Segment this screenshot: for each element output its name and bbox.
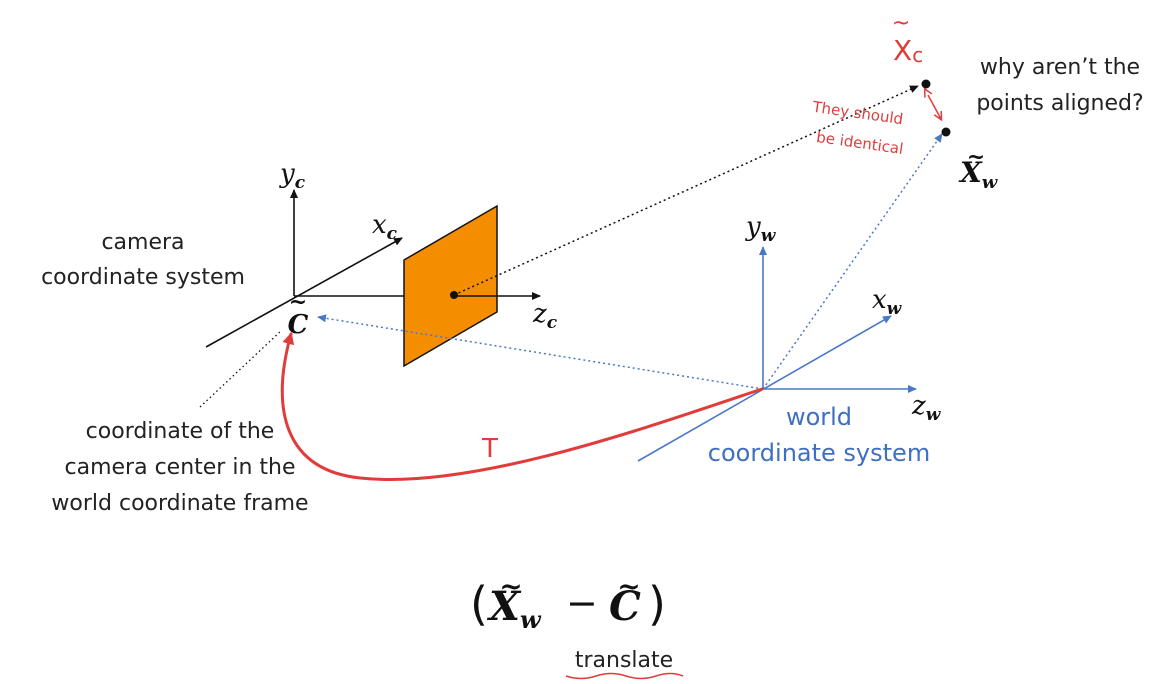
formula-minus: − xyxy=(566,581,598,625)
point-xw-label: Xw xyxy=(958,156,999,193)
camera-y-label: yc xyxy=(279,159,306,193)
misalignment-arrow xyxy=(928,95,941,119)
world-y-label: yw xyxy=(745,212,777,246)
formula: ( ~ Xw − ~ C ) xyxy=(470,570,666,634)
center-caption-line2: camera center in the xyxy=(65,455,296,480)
translation-label: T xyxy=(481,434,498,464)
point-xc-tilde: ~ xyxy=(892,11,910,36)
caption-leader-line xyxy=(199,329,283,408)
question-line2: points aligned? xyxy=(976,91,1143,116)
camera-z-label: zc xyxy=(532,299,558,333)
camera-x-label: xc xyxy=(372,210,398,244)
annotation-line2: be identical xyxy=(815,128,904,158)
world-system-label-line2: coordinate system xyxy=(708,439,930,467)
formula-c: C xyxy=(609,583,641,630)
formula-caption-underline xyxy=(565,672,684,680)
camera-system-label-line2: coordinate system xyxy=(41,265,245,290)
world-to-point-vector xyxy=(762,133,943,390)
center-caption-line1: coordinate of the xyxy=(86,419,275,444)
formula-caption: translate xyxy=(575,648,673,673)
formula-open-paren: ( xyxy=(470,577,488,631)
formula-close-paren: ) xyxy=(648,577,666,631)
point-xc-label: Xc xyxy=(893,34,923,67)
point-xw xyxy=(941,127,951,137)
image-plane xyxy=(403,204,498,368)
point-xw-tilde: ~ xyxy=(967,144,985,170)
formula-xw: Xw xyxy=(486,583,542,634)
world-system-label-line1: world xyxy=(786,403,852,431)
camera-center-tilde: ~ xyxy=(289,289,307,315)
annotation-line1: They should xyxy=(810,98,904,129)
world-x-label: xw xyxy=(872,285,903,319)
world-coordinate-system: yw xw zw world coordinate system xyxy=(317,133,943,467)
formula-xw-tilde: ~ xyxy=(499,570,522,603)
center-caption-line3: world coordinate frame xyxy=(51,491,308,516)
points: ~ Xc ~ Xw xyxy=(892,11,999,193)
point-xc xyxy=(921,79,931,89)
world-z-label: zw xyxy=(911,391,942,425)
camera-system-label-line1: camera xyxy=(101,230,184,255)
formula-c-tilde: ~ xyxy=(617,570,640,603)
world-to-camera-center-vector xyxy=(317,314,764,390)
translation-curve xyxy=(280,332,764,482)
camera-x-axis xyxy=(205,237,403,348)
camera-coordinate-system: yc xc zc camera coordinate system ~ C xyxy=(41,159,558,368)
question-line1: why aren’t the xyxy=(980,55,1140,80)
